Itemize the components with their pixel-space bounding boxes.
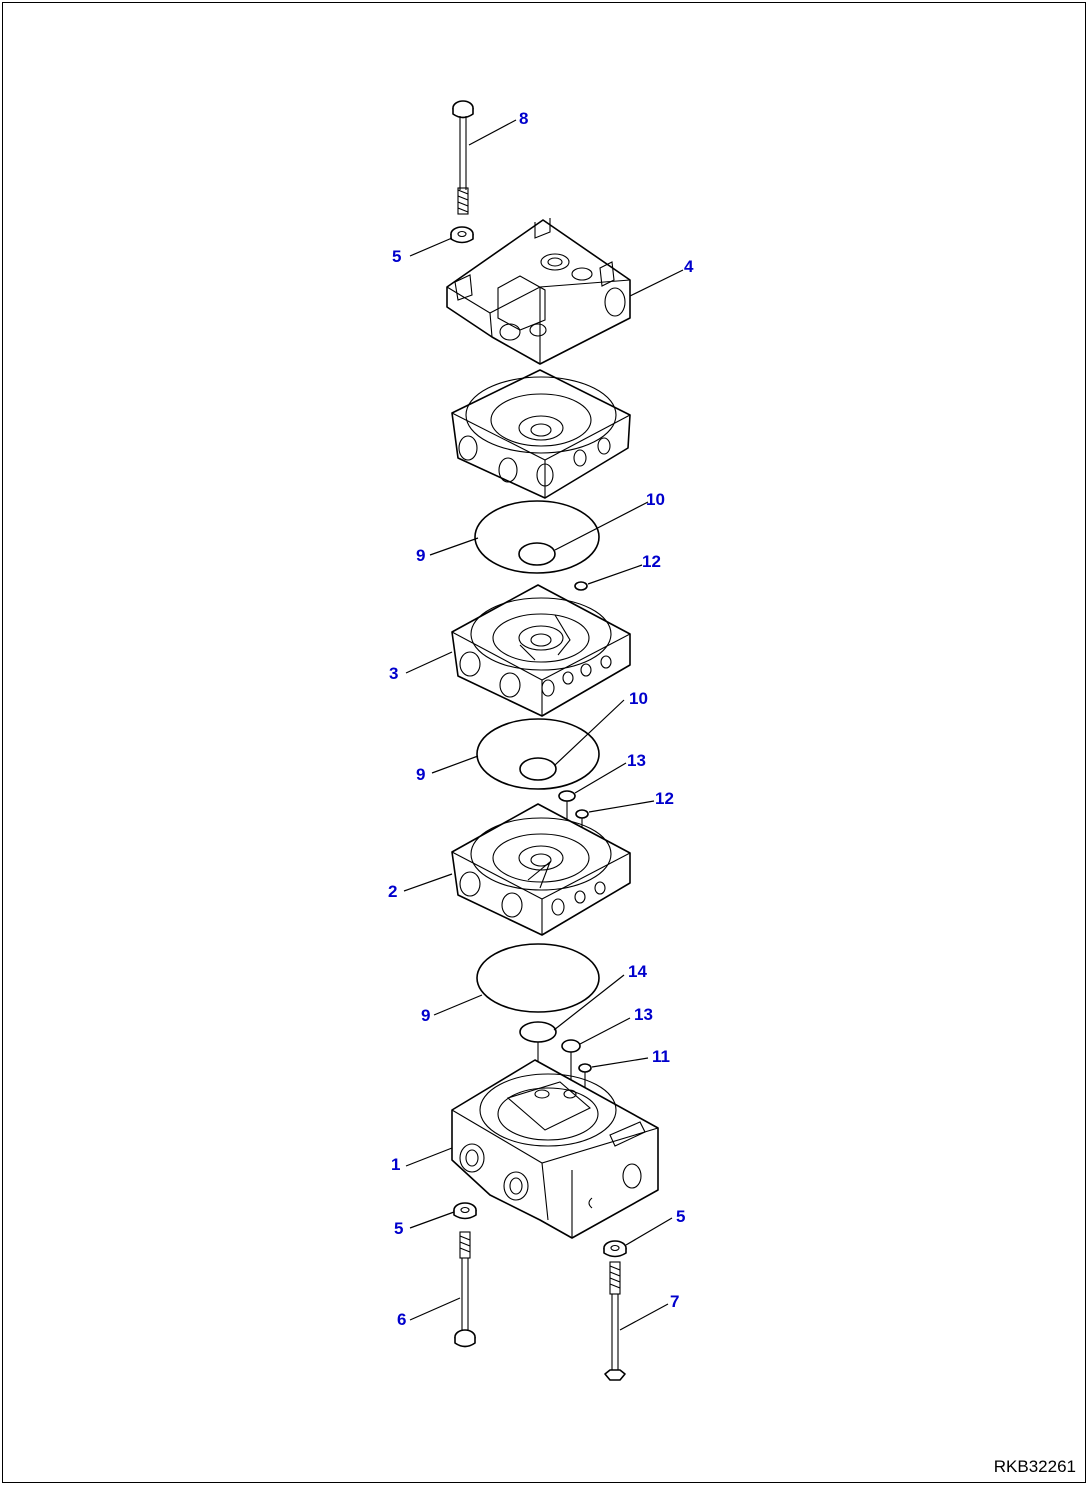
part-5-washer-left [453, 1202, 477, 1220]
callout-9: 9 [416, 765, 425, 784]
callout-labels: 8 5 4 10 9 12 3 10 13 9 12 2 14 9 13 11 … [388, 109, 694, 1329]
part-9-disc-c [476, 943, 600, 1013]
callout-12: 12 [642, 552, 661, 571]
part-12-oring-a [574, 581, 588, 591]
callout-10: 10 [629, 689, 648, 708]
part-2-body [451, 803, 631, 936]
callout-4: 4 [684, 257, 694, 276]
callout-6: 6 [397, 1310, 406, 1329]
leader-lines [403, 119, 684, 1331]
part-9-disc-b [476, 718, 600, 790]
callout-13: 13 [627, 751, 646, 770]
part-13-seal-a [558, 790, 576, 802]
callout-11: 11 [652, 1047, 670, 1066]
callout-5: 5 [392, 247, 401, 266]
callout-10: 10 [646, 490, 665, 509]
part-6-bolt [454, 1231, 476, 1348]
part-8-bolt [452, 100, 474, 215]
part-5-washer-right [603, 1240, 627, 1258]
callout-9: 9 [416, 546, 425, 565]
callout-5: 5 [394, 1219, 403, 1238]
callout-5: 5 [676, 1207, 685, 1226]
part-11-oring [578, 1063, 592, 1073]
part-5-washer-upper [450, 226, 474, 244]
part-13-seal-b [561, 1039, 581, 1053]
callout-7: 7 [670, 1292, 679, 1311]
callout-9: 9 [421, 1006, 430, 1025]
part-4-cover [446, 218, 631, 365]
part-14-seal [519, 1021, 557, 1043]
callout-13: 13 [634, 1005, 653, 1024]
part-12-oring-b [575, 809, 589, 819]
part-1-base [451, 1059, 659, 1239]
part-3-body [451, 584, 631, 717]
drawing-code: RKB32261 [993, 1457, 1076, 1476]
callout-3: 3 [389, 664, 398, 683]
plate-upper [451, 369, 631, 499]
callout-2: 2 [388, 882, 397, 901]
callout-1: 1 [391, 1155, 400, 1174]
part-9-disc-a [474, 500, 600, 574]
part-7-bolt [604, 1261, 626, 1381]
callout-12: 12 [655, 789, 674, 808]
callout-14: 14 [628, 962, 647, 981]
callout-8: 8 [519, 109, 528, 128]
